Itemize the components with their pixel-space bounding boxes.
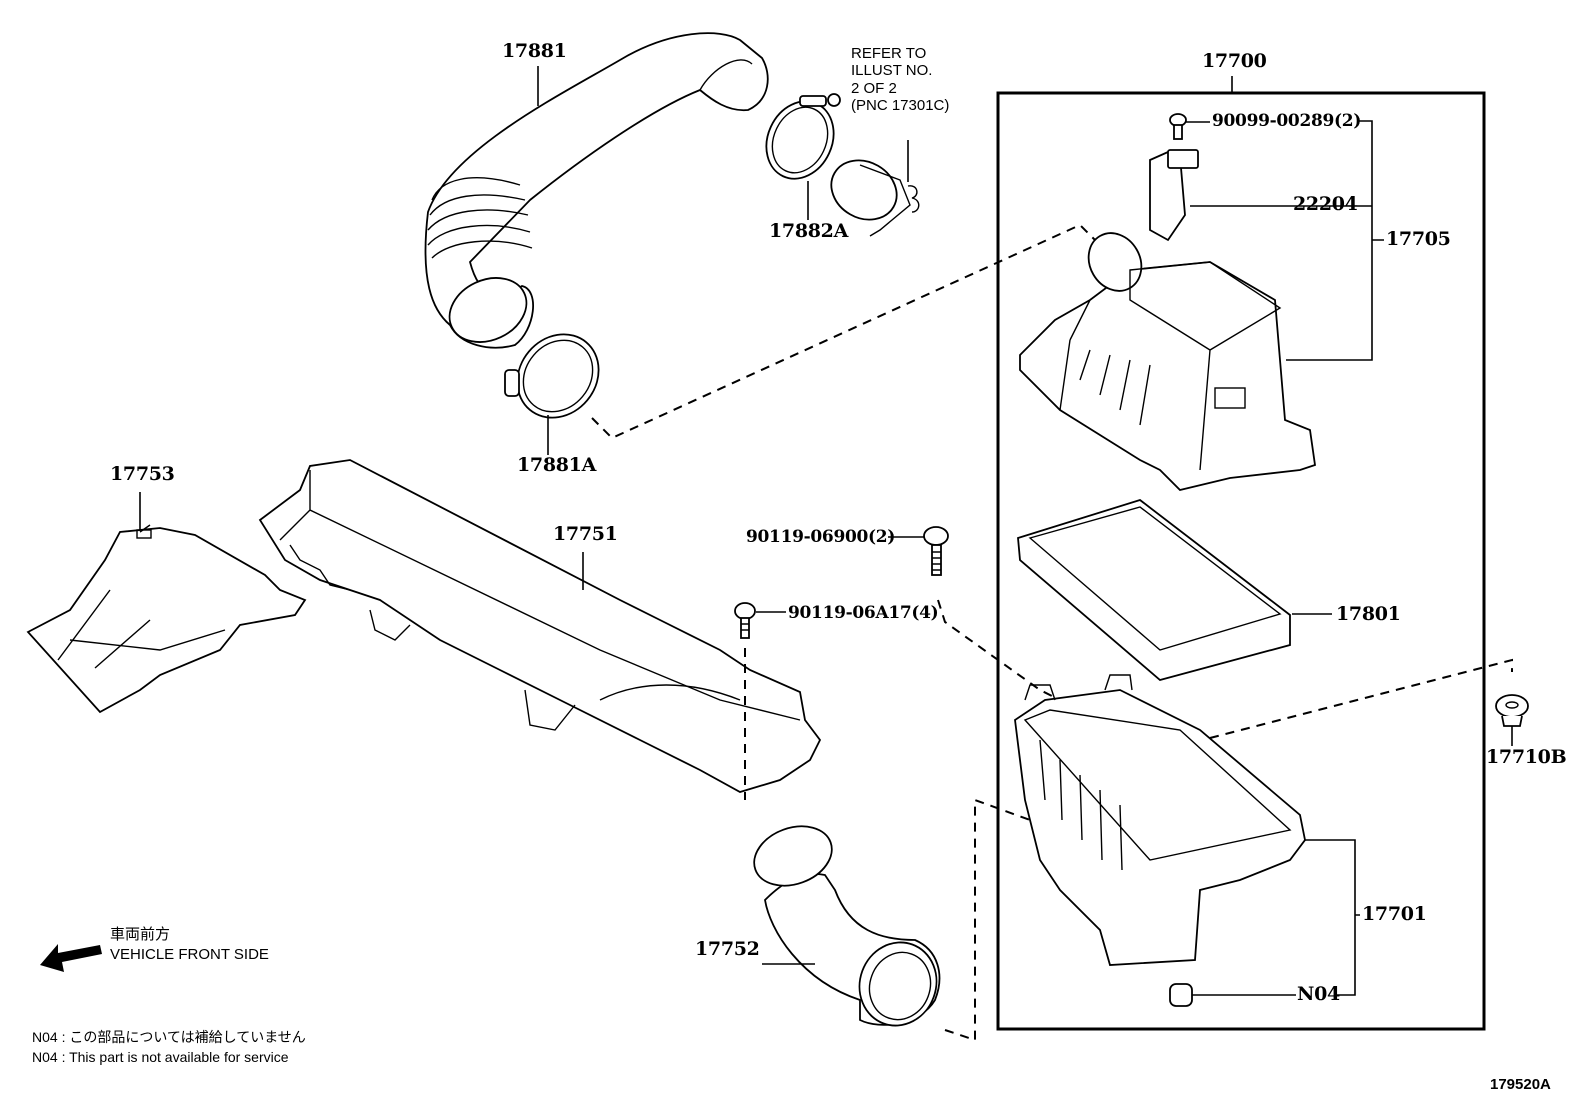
label-90119-06900[interactable]: 90119-06900(2) [746, 527, 896, 547]
part-22204-air-flow-meter[interactable] [1149, 149, 1305, 242]
label-22204[interactable]: 22204 [1293, 193, 1358, 215]
direction-label-en: VEHICLE FRONT SIDE [110, 946, 269, 963]
reference-note: REFER TO ILLUST NO. 2 OF 2 (PNC 17301C) [851, 45, 949, 114]
illustration-number: 179520A [1490, 1076, 1551, 1093]
reference-note-line: (PNC 17301C) [851, 96, 950, 114]
footnote-en: N04 : This part is not available for ser… [32, 1049, 289, 1065]
part-17801-air-filter[interactable] [1017, 499, 1332, 681]
direction-label-ja: 車両前方 [110, 926, 171, 943]
label-17705[interactable]: 17705 [1386, 228, 1451, 250]
label-17753[interactable]: 17753 [110, 463, 175, 485]
label-N04[interactable]: N04 [1297, 983, 1340, 1005]
part-17751-air-duct[interactable] [258, 459, 822, 793]
part-17752-inlet-connector[interactable] [746, 798, 1031, 1042]
label-17700[interactable]: 17700 [1202, 50, 1267, 72]
label-17751[interactable]: 17751 [553, 523, 618, 545]
label-17881A[interactable]: 17881A [517, 454, 597, 476]
label-17881[interactable]: 17881 [502, 40, 567, 62]
label-90099-00289[interactable]: 90099-00289(2) [1212, 111, 1362, 131]
part-bolt-90119-06A17[interactable] [734, 602, 786, 800]
part-N04-plug[interactable] [1169, 983, 1296, 1007]
part-17881A-hose-clamp[interactable] [501, 223, 1101, 455]
reference-note-line: REFER TO [851, 45, 927, 62]
label-90119-06A17[interactable]: 90119-06A17(4) [788, 603, 939, 623]
part-17882A-hose-clamp[interactable] [754, 90, 846, 220]
part-17701-air-cleaner-case[interactable] [1014, 658, 1513, 996]
reference-note-line: ILLUST NO. [851, 62, 933, 80]
reference-note-line: 2 OF 2 [851, 79, 897, 97]
part-screw-90099-00289[interactable] [1169, 113, 1210, 140]
part-17753-duct-inlet[interactable] [26, 492, 307, 714]
label-17710B[interactable]: 17710B [1486, 746, 1567, 768]
part-17705-air-cleaner-cap[interactable] [1019, 120, 1384, 491]
label-17752[interactable]: 17752 [695, 938, 760, 960]
part-17881-inlet-hose[interactable] [424, 32, 769, 354]
footnote-ja: N04 : この部品については補給していません [32, 1029, 306, 1045]
part-17710B-grommet[interactable] [1495, 694, 1529, 746]
assembly-box-17700 [996, 76, 1486, 1031]
label-17882A[interactable]: 17882A [769, 220, 849, 242]
label-17701[interactable]: 17701 [1362, 903, 1427, 925]
label-17801[interactable]: 17801 [1336, 603, 1401, 625]
arrow-left-icon [40, 944, 102, 972]
sleeve-ref-17301C [830, 140, 920, 237]
